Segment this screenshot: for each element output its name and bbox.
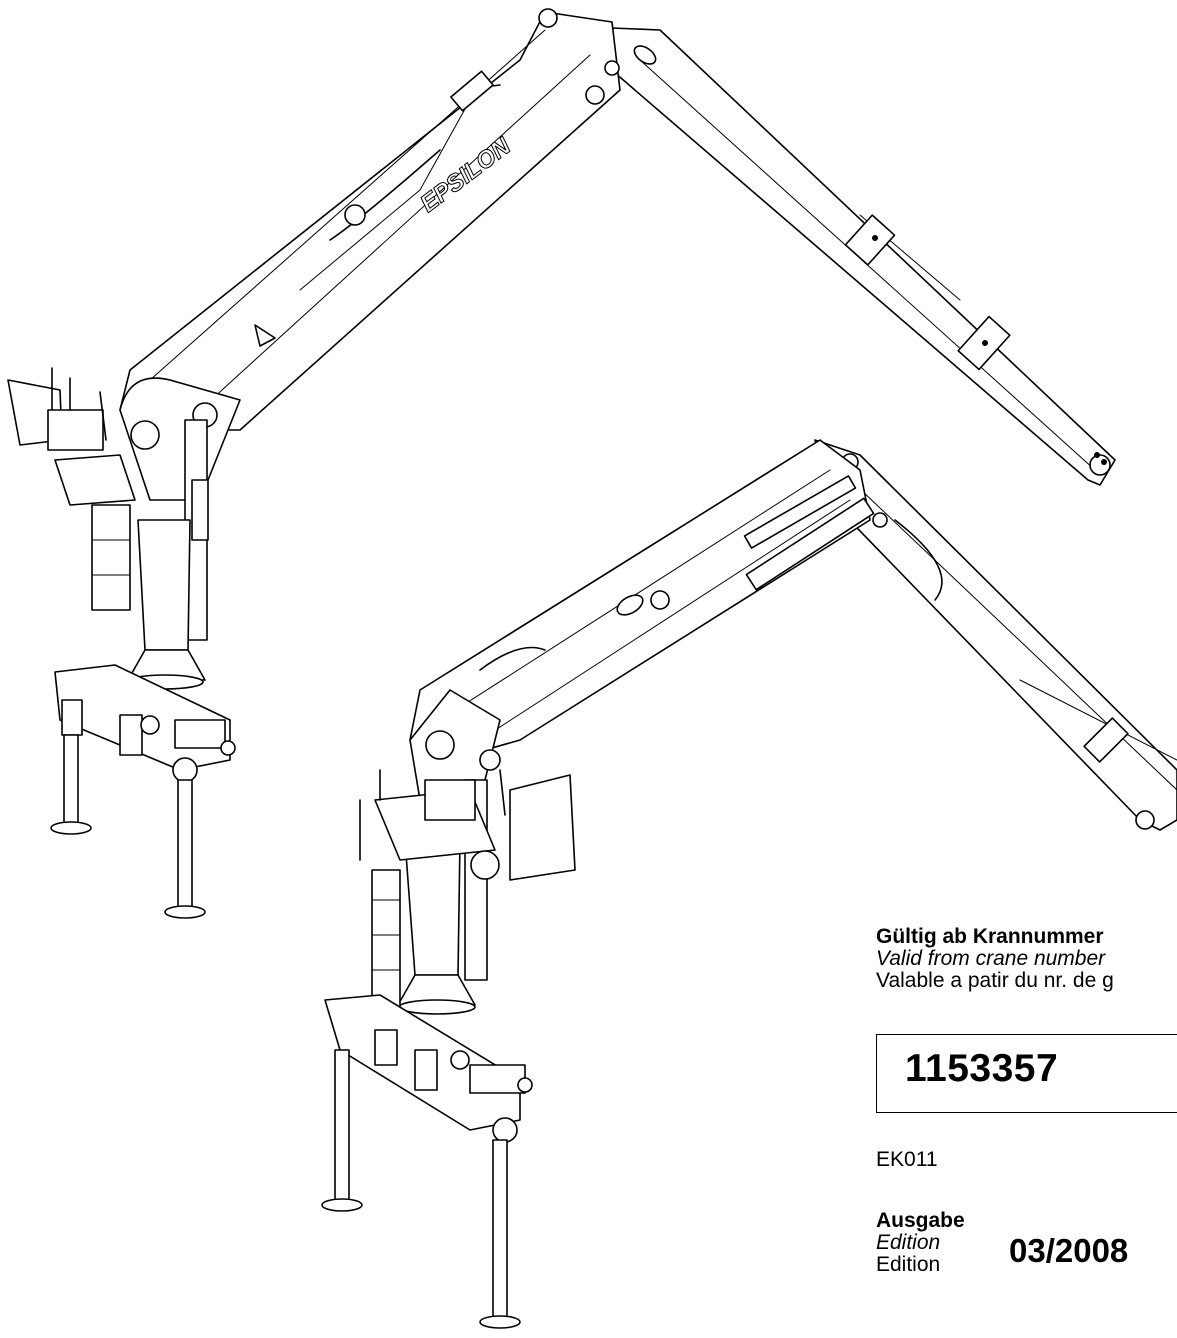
valid-from-label-fr: Valable a patir du nr. de g — [876, 969, 1114, 992]
base-upper — [51, 665, 235, 918]
edition-label-de: Ausgabe — [876, 1209, 965, 1232]
crane-upper-icon: EPSILON — [8, 9, 1115, 918]
operator-seat-upper — [8, 368, 135, 610]
outer-boom-lower — [815, 440, 1177, 830]
base-lower — [322, 995, 532, 1328]
operator-seat-lower — [360, 770, 575, 1020]
main-boom-upper: EPSILON — [120, 9, 620, 430]
valid-from-label-de: Gültig ab Krannummer — [876, 925, 1104, 948]
crane-lower-icon — [322, 440, 1177, 1328]
crane-number-box: 1153357 — [876, 1034, 1177, 1113]
document-code: EK011 — [876, 1148, 938, 1171]
edition-label-en: Edition — [876, 1231, 941, 1254]
crane-number: 1153357 — [905, 1047, 1059, 1090]
valid-from-label-en: Valid from crane number — [876, 947, 1106, 970]
outer-boom-upper — [600, 28, 1115, 485]
main-boom-lower — [410, 440, 887, 760]
edition-label-fr: Edition — [876, 1253, 941, 1276]
column-upper — [120, 378, 240, 689]
edition-date: 03/2008 — [1009, 1232, 1129, 1269]
